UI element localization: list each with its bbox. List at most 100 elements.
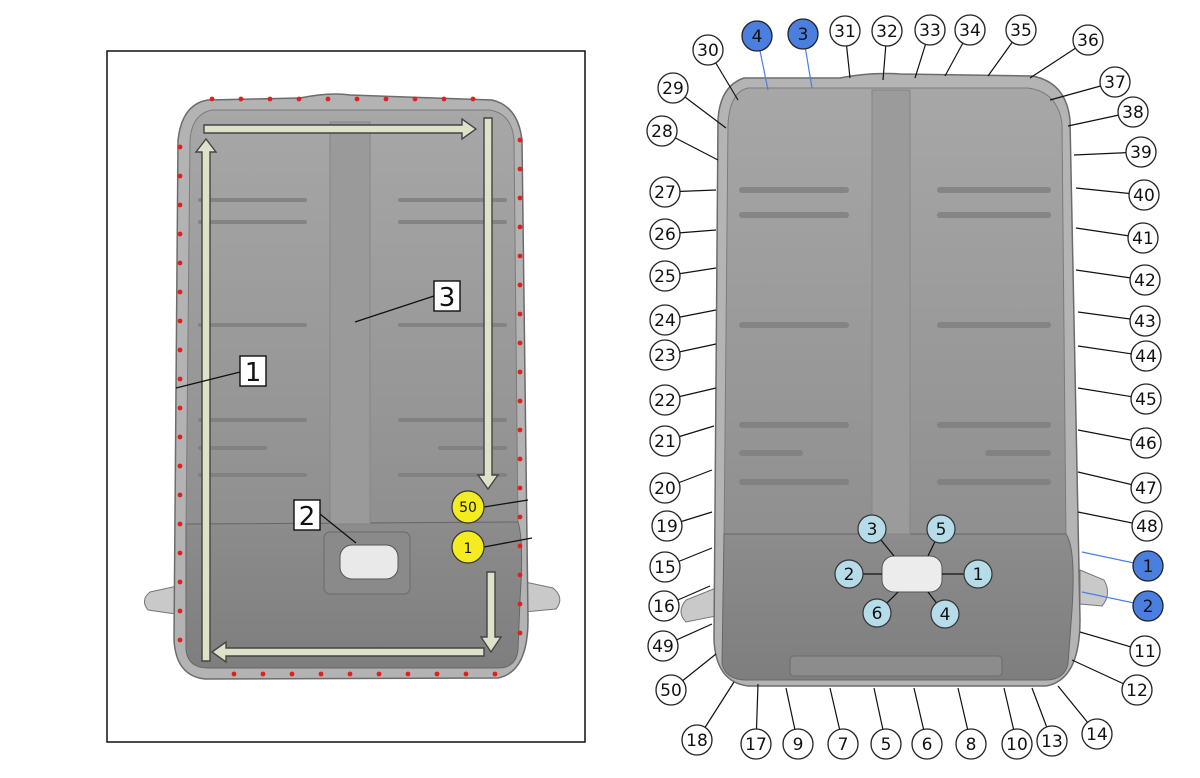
tray-ribs-r xyxy=(739,187,1051,485)
badge-31: 31 xyxy=(829,15,861,47)
left-connector xyxy=(339,544,399,580)
sealant-dot-30 xyxy=(463,671,469,677)
sealant-dot-7 xyxy=(383,96,389,102)
badge-36: 36 xyxy=(1072,24,1104,56)
badge-label: 50 xyxy=(660,681,682,701)
sealant-dot-9 xyxy=(441,96,447,102)
badge-label: 27 xyxy=(654,183,676,203)
badge-label: 34 xyxy=(959,21,981,41)
badge-7: 7 xyxy=(827,728,859,760)
sealant-dot-43 xyxy=(177,521,183,527)
badge-label: 40 xyxy=(1133,186,1155,206)
badge-16: 16 xyxy=(648,590,680,622)
sealant-dot-35 xyxy=(318,671,324,677)
badge-10: 10 xyxy=(1001,728,1033,760)
badge-42: 42 xyxy=(1129,264,1161,296)
badge-23: 23 xyxy=(649,339,681,371)
connector-badge-label: 4 xyxy=(940,605,951,625)
badge-11: 11 xyxy=(1129,635,1161,667)
badge-5: 5 xyxy=(870,728,902,760)
badge-label: 3 xyxy=(798,25,809,45)
badge-label: 18 xyxy=(686,731,708,751)
sealant-dot-51 xyxy=(177,289,183,295)
badge-45: 45 xyxy=(1130,383,1162,415)
badge-label: 24 xyxy=(654,311,676,331)
sealant-dot-48 xyxy=(177,376,183,382)
sealant-dot-36 xyxy=(289,671,295,677)
badge-label: 5 xyxy=(881,735,892,755)
right-mount-bracket xyxy=(523,581,561,613)
sealant-dot-33 xyxy=(376,671,382,677)
sealant-dot-8 xyxy=(412,96,418,102)
badge-47: 47 xyxy=(1130,472,1162,504)
sealant-dot-27 xyxy=(517,601,523,607)
right-battery-tray xyxy=(680,72,1108,687)
badge-35: 35 xyxy=(1005,14,1037,46)
sealant-dot-42 xyxy=(177,550,183,556)
badge-27: 27 xyxy=(649,176,681,208)
seq-badge-start-label: 1 xyxy=(464,541,473,557)
sealant-dot-55 xyxy=(177,173,183,179)
badge-28: 28 xyxy=(646,115,678,147)
badge-25: 25 xyxy=(649,260,681,292)
badge-label: 39 xyxy=(1130,143,1152,163)
connector-badge-label: 3 xyxy=(867,520,878,540)
sealant-dot-25 xyxy=(517,543,523,549)
sealant-dot-11 xyxy=(517,137,523,143)
badge-label: 45 xyxy=(1135,390,1157,410)
badge-19: 19 xyxy=(651,510,683,542)
arrow-front-down xyxy=(479,571,503,654)
center-rib-r xyxy=(871,89,911,535)
right-mount-bracket-right xyxy=(1079,569,1108,607)
sealant-dot-49 xyxy=(177,347,183,353)
badge-18: 18 xyxy=(681,724,713,756)
badge-46: 46 xyxy=(1130,427,1162,459)
badge-label: 4 xyxy=(752,27,763,47)
tray-ribs xyxy=(198,198,507,477)
badge-12: 12 xyxy=(1121,674,1153,706)
badge-label: 1 xyxy=(1143,557,1154,577)
connector-badge-label: 2 xyxy=(844,565,855,585)
sealant-dot-4 xyxy=(296,96,302,102)
badge-label: 8 xyxy=(966,735,977,755)
badge-label: 48 xyxy=(1136,517,1158,537)
left-panel: 1 2 3 50 1 xyxy=(106,50,586,743)
sealant-dot-23 xyxy=(517,485,523,491)
badge-4-blue: 4 xyxy=(741,20,773,52)
sealant-dot-26 xyxy=(517,572,523,578)
badge-label: 6 xyxy=(922,735,933,755)
sealant-dot-53 xyxy=(177,231,183,237)
badge-label: 43 xyxy=(1134,312,1156,332)
sealant-dot-37 xyxy=(260,671,266,677)
badge-label: 37 xyxy=(1104,73,1126,93)
badge-label: 35 xyxy=(1010,21,1032,41)
sealant-dot-28 xyxy=(517,630,523,636)
sequence-arrows xyxy=(194,117,503,664)
arrow-right-down xyxy=(476,117,500,491)
badge-label: 32 xyxy=(876,22,898,42)
badge-label: 14 xyxy=(1086,725,1108,745)
arrow-top-right xyxy=(203,117,478,141)
badge-3-blue: 3 xyxy=(787,18,819,50)
arrow-left-up xyxy=(194,137,218,662)
center-rib xyxy=(329,121,371,525)
badge-43: 43 xyxy=(1129,305,1161,337)
badge-22: 22 xyxy=(649,384,681,416)
badge-label: 9 xyxy=(793,735,804,755)
sealant-dot-40 xyxy=(177,608,183,614)
sealant-dot-41 xyxy=(177,579,183,585)
sealant-dot-54 xyxy=(177,202,183,208)
badge-label: 17 xyxy=(745,735,767,755)
sealant-dot-24 xyxy=(517,514,523,520)
badge-label: 25 xyxy=(654,267,676,287)
badge-label: 42 xyxy=(1134,271,1156,291)
arrow-bottom-left xyxy=(210,640,485,664)
badge-41: 41 xyxy=(1127,222,1159,254)
sealant-dot-31 xyxy=(434,671,440,677)
sealant-dot-46 xyxy=(177,434,183,440)
badge-49: 49 xyxy=(647,630,679,662)
callout-2: 2 xyxy=(293,499,321,532)
badge-15: 15 xyxy=(649,551,681,583)
badge-29: 29 xyxy=(657,72,689,104)
